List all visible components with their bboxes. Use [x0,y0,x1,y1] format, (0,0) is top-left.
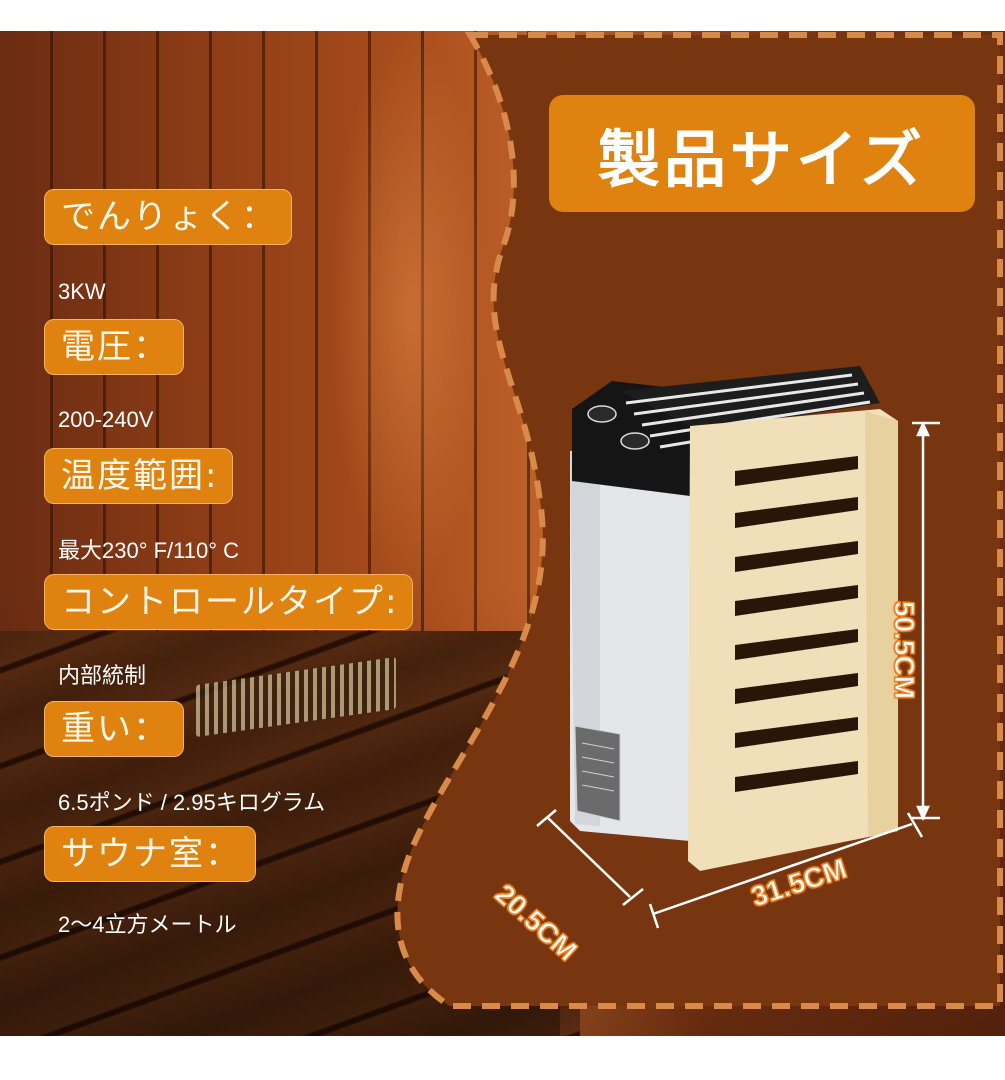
product-size-title: 製品サイズ [549,95,975,212]
spec-value-sauna-room: 2～4立方メートル [58,912,237,937]
spec-value-weight: 6.5ポンド / 2.95キログラム [58,790,326,815]
spec-value-temperature: 最大230° F/110° C [58,538,240,563]
spec-value-voltage: 200-240V [58,407,154,432]
depth-dimension-line [536,809,644,906]
height-dimension-label: 50.5CM [889,601,921,700]
spec-label-power: でんりょく： [44,189,292,245]
spec-value-control-type: 内部統制 [58,663,147,688]
spec-label-sauna-room: サウナ室： [44,826,256,882]
control-knob-icon [587,405,617,423]
product-banner: 製品サイズ でんりょく： 3KW 電圧： 200-240V 温度範囲: 最大23… [0,31,1005,1036]
spec-value-power: 3KW [58,279,106,304]
spec-label-voltage: 電圧： [44,319,184,375]
height-dimension-line [912,420,940,822]
sauna-heater-image [536,366,940,929]
width-dimension-line [648,812,924,929]
spec-label-weight: 重い： [44,701,184,757]
spec-label-control-type: コントロールタイプ: [44,574,414,630]
spec-label-temperature: 温度範囲: [44,448,234,504]
control-knob-icon [620,432,650,450]
wall-light-glow [330,31,490,591]
